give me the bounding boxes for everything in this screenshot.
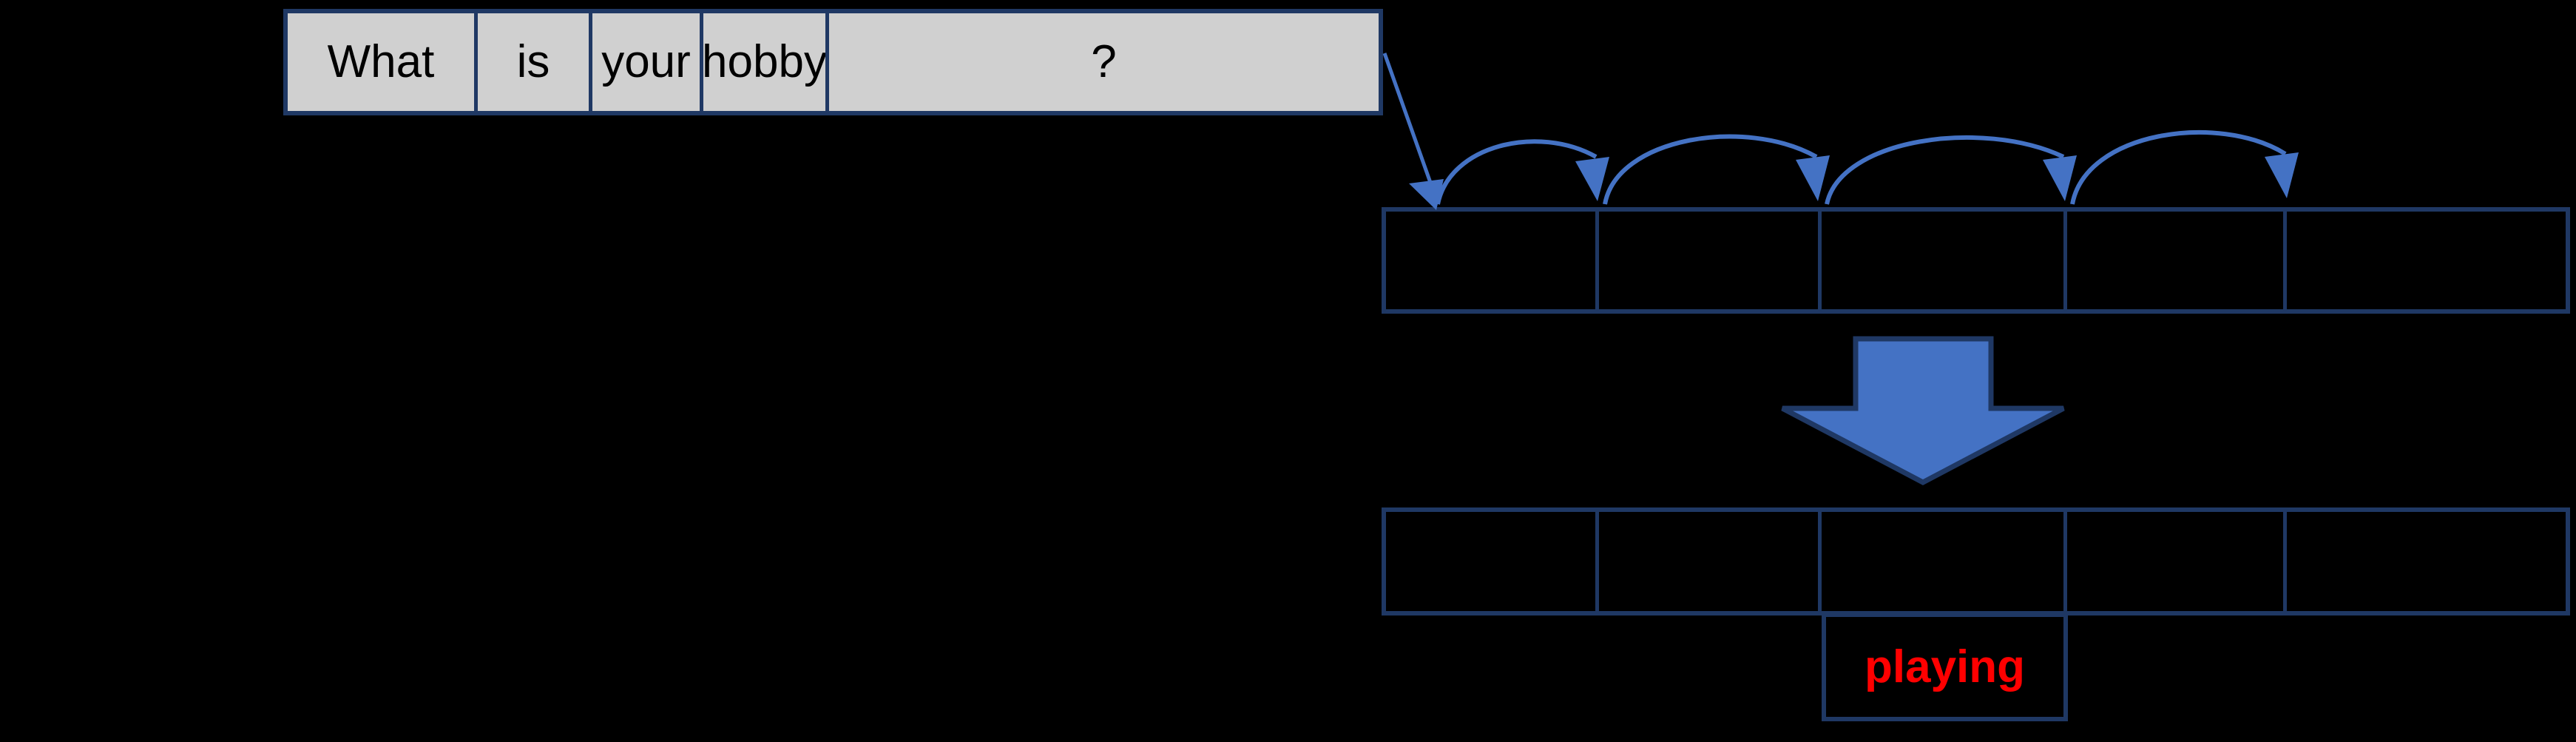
encoder-cell-3[interactable] xyxy=(2067,212,2287,309)
decoder-cell-4[interactable] xyxy=(2287,512,2566,611)
input-token-cell-0[interactable]: What xyxy=(288,13,478,111)
input-token-label-3: hobby xyxy=(703,36,827,87)
decoder-strip xyxy=(1382,507,2570,615)
encoder-cell-2[interactable] xyxy=(1822,212,2067,309)
encoder-cell-1[interactable] xyxy=(1599,212,1822,309)
decoder-cell-1[interactable] xyxy=(1599,512,1822,611)
encoder-cell-0[interactable] xyxy=(1386,212,1599,309)
input-token-label-2: your xyxy=(601,36,691,87)
input-token-label-0: What xyxy=(327,36,435,87)
input-to-encoder-arrow xyxy=(1382,53,1444,210)
output-token-cell[interactable]: playing xyxy=(1822,613,2068,721)
encoder-cell-4[interactable] xyxy=(2287,212,2566,309)
input-token-label-1: is xyxy=(516,36,550,87)
hop-arrow-3 xyxy=(1825,135,2077,205)
encoder-to-decoder-block-arrow xyxy=(1781,336,2065,485)
decoder-cell-2[interactable] xyxy=(1822,512,2067,611)
hop-arrow-1 xyxy=(1436,139,1609,205)
hop-arrow-4 xyxy=(2070,129,2299,205)
hop-arrow-2 xyxy=(1603,134,1830,205)
input-token-cell-4[interactable]: ? xyxy=(829,13,1379,111)
input-token-cell-2[interactable]: your xyxy=(592,13,703,111)
input-token-cell-1[interactable]: is xyxy=(478,13,592,111)
input-token-label-4: ? xyxy=(1091,36,1117,87)
decoder-cell-0[interactable] xyxy=(1386,512,1599,611)
encoder-strip xyxy=(1382,207,2570,314)
output-token-label: playing xyxy=(1864,641,2026,692)
input-token-cell-3[interactable]: hobby xyxy=(703,13,829,111)
decoder-cell-3[interactable] xyxy=(2067,512,2287,611)
input-sentence-strip: What is your hobby ? xyxy=(283,9,1383,115)
